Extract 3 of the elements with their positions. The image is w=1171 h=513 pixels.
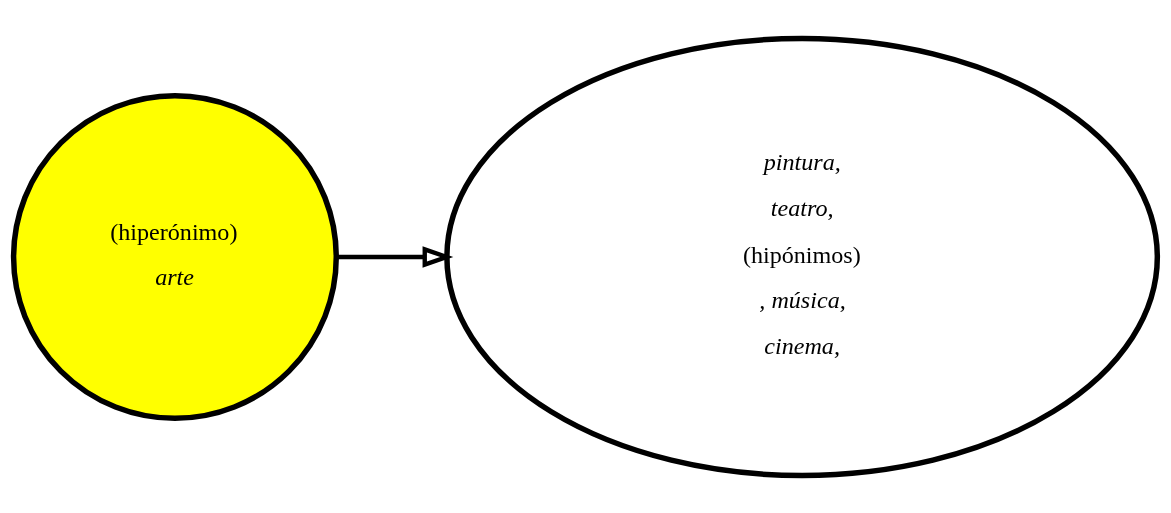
node-circle: (hiperónimo) arte (10, 92, 339, 421)
arrow (336, 245, 454, 268)
node-ellipse: pintura, teatro, (hipónimos) , música, cinema, (444, 35, 1161, 478)
